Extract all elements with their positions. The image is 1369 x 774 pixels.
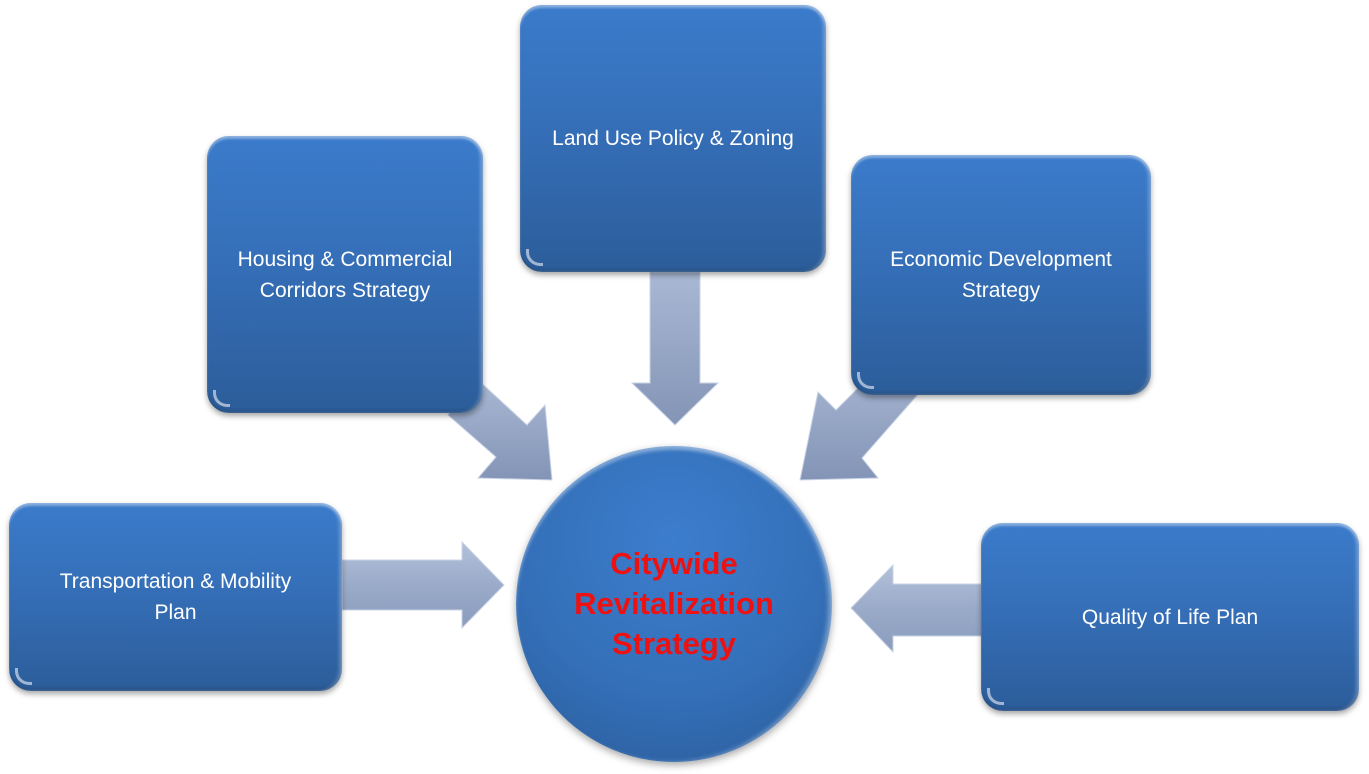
node-transportation-label-line1: Transportation & Mobility bbox=[59, 570, 292, 593]
center-node: Citywide Revitalization Strategy bbox=[516, 446, 832, 762]
node-quality-of-life: Quality of Life Plan bbox=[981, 523, 1359, 711]
node-land-use: Land Use Policy & Zoning bbox=[520, 5, 826, 272]
arrow-land-use-to-center bbox=[630, 271, 720, 426]
center-label-line2: Revitalization bbox=[574, 586, 774, 621]
node-economic-label-line1: Economic Development bbox=[890, 248, 1112, 271]
center-label-line1: Citywide bbox=[610, 546, 738, 581]
node-land-use-label: Land Use Policy & Zoning bbox=[552, 127, 794, 150]
arrow-transportation-to-center bbox=[341, 540, 505, 630]
node-transportation: Transportation & Mobility Plan bbox=[9, 503, 342, 691]
center-label-line3: Strategy bbox=[611, 626, 737, 661]
node-housing-label-line1: Housing & Commercial bbox=[237, 247, 453, 271]
node-housing: Housing & Commercial Corridors Strategy bbox=[207, 136, 483, 413]
node-economic: Economic Development Strategy bbox=[851, 155, 1151, 395]
node-economic-label-line2: Strategy bbox=[961, 279, 1041, 302]
node-housing-label-line2: Corridors Strategy bbox=[259, 278, 431, 302]
node-quality-of-life-label: Quality of Life Plan bbox=[1081, 605, 1259, 629]
node-transportation-label-line2: Plan bbox=[154, 601, 197, 624]
arrow-quality-of-life-to-center bbox=[850, 563, 983, 654]
